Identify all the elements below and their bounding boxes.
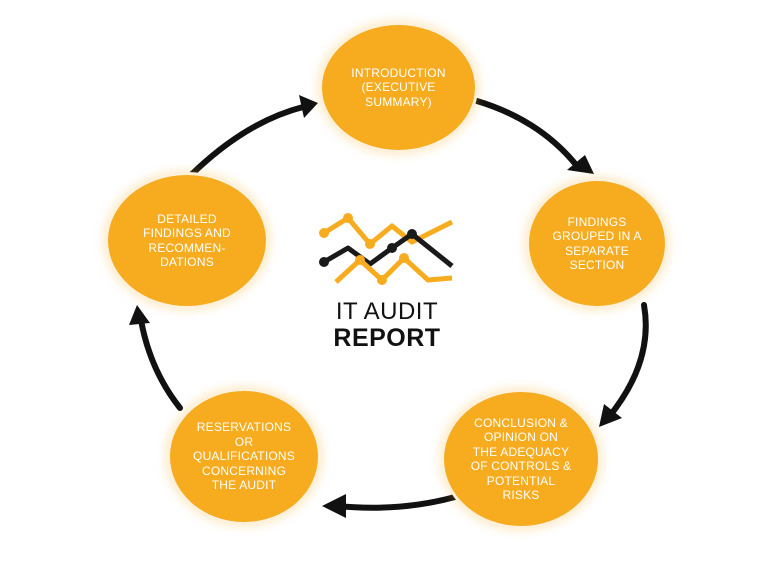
logo-dot	[377, 275, 387, 285]
line-chart-icon	[319, 213, 454, 285]
node-line: QUALIFICATIONS	[193, 449, 295, 464]
arrowhead-conclusion	[599, 404, 622, 427]
arrow-findings-to-conclusion	[605, 302, 649, 421]
node-line: CONCERNING	[201, 463, 286, 478]
node-line: FINDINGS	[567, 214, 627, 229]
arrow-detailed-to-intro	[187, 104, 306, 179]
logo-title: IT AUDIT	[335, 298, 439, 325]
node-line: DATIONS	[160, 255, 214, 269]
node-line: OR	[234, 434, 254, 449]
node-line: GROUPED IN A	[552, 229, 642, 243]
node-reservations: RESERVATIONS OR QUALIFICATIONS CONCERNIN…	[170, 391, 318, 522]
node-line: INTRODUCTION	[351, 65, 446, 80]
node-line: RECOMMEN-	[148, 240, 226, 255]
logo-subtitle: REPORT	[333, 324, 441, 352]
arrow-reservations-to-detailed	[138, 317, 183, 411]
logo-dot	[387, 243, 397, 253]
arrow-conclusion-to-reservations	[334, 494, 458, 511]
arrowhead-findings	[567, 155, 594, 174]
node-detailed-findings: DETAILED FINDINGS AND RECOMMEN- DATIONS	[108, 175, 266, 306]
center-logo: IT AUDIT REPORT	[312, 200, 464, 360]
logo-dot	[355, 255, 365, 265]
node-conclusion: CONCLUSION & OPINION ON THE ADEQUACY OF …	[444, 392, 598, 526]
arrowhead-reservations	[322, 494, 346, 518]
node-findings: FINDINGS GROUPED IN A SEPARATE SECTION	[529, 181, 665, 306]
logo-dot	[343, 213, 353, 223]
node-line: CONCLUSION &	[474, 415, 568, 430]
node-line: THE ADEQUACY	[472, 444, 570, 459]
node-line: SUMMARY)	[365, 94, 432, 109]
node-line: OPINION ON	[483, 430, 558, 444]
node-line: FINDINGS AND	[143, 226, 231, 240]
node-line: SEPARATE	[565, 243, 629, 258]
arrowhead-intro	[299, 95, 318, 118]
logo-line-accent-upper	[322, 215, 454, 247]
logo-line-accent-lower	[334, 255, 453, 284]
node-line: DETAILED	[157, 211, 217, 226]
logo-dot	[319, 257, 329, 267]
logo-dot	[365, 239, 375, 249]
node-line: RESERVATIONS	[196, 420, 292, 435]
node-line: (EXECUTIVE	[361, 80, 436, 95]
logo-dot	[319, 228, 329, 238]
node-line: SECTION	[569, 258, 625, 272]
node-introduction: INTRODUCTION (EXECUTIVE SUMMARY)	[322, 25, 475, 150]
node-line: THE AUDIT	[211, 478, 277, 493]
node-line: POTENTIAL	[486, 473, 556, 488]
node-line: RISKS	[502, 488, 540, 502]
arrow-intro-to-findings	[474, 98, 580, 169]
logo-dot	[399, 253, 409, 263]
arrowhead-detailed	[129, 305, 150, 325]
node-line: OF CONTROLS &	[470, 459, 572, 473]
logo-line-dark	[322, 231, 454, 268]
logo-dot	[407, 229, 417, 239]
